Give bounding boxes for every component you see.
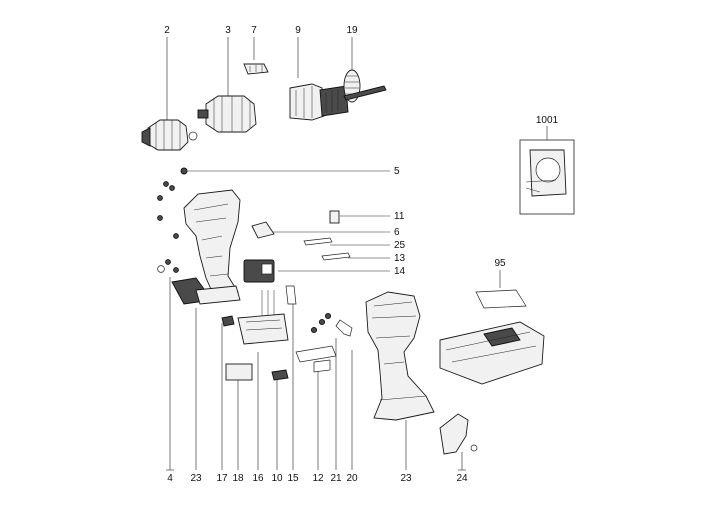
part-beltclip-24: [439, 413, 478, 455]
label-11: 11: [394, 211, 405, 222]
label-15: 15: [287, 473, 299, 484]
part-lever-20: [335, 319, 353, 337]
part-housing-right: [365, 291, 435, 421]
label-6: 6: [394, 227, 400, 238]
label-18: 18: [232, 473, 244, 484]
labels-top: 2 3 7 9 19: [164, 25, 358, 36]
part-wedge-6: [251, 221, 275, 239]
label-95: 95: [494, 258, 506, 269]
label-3: 3: [225, 25, 231, 36]
label-21: 21: [330, 473, 342, 484]
label-5: 5: [394, 166, 400, 177]
label-4: 4: [167, 473, 173, 484]
part-switch-block: [243, 259, 275, 283]
labels-right: 5 11 6 25 13 14 95 1001: [394, 115, 559, 277]
leader-lines: [166, 37, 548, 471]
part-screws-4: [157, 181, 179, 273]
part-strip-13: [321, 252, 351, 261]
label-7: 7: [251, 25, 257, 36]
label-17: 17: [216, 473, 228, 484]
label-10: 10: [271, 473, 283, 484]
part-housing-left: [171, 189, 241, 305]
label-2: 2: [164, 25, 170, 36]
label-20: 20: [346, 473, 358, 484]
part-motor: [289, 83, 349, 121]
part-clip-11: [329, 210, 340, 224]
label-13: 13: [394, 253, 406, 264]
label-23-left: 23: [190, 473, 202, 484]
label-14: 14: [394, 266, 406, 277]
part-pins-21: [310, 312, 332, 334]
label-12: 12: [312, 473, 324, 484]
label-1001: 1001: [536, 115, 559, 126]
part-cover-95: [475, 289, 527, 309]
part-battery: [439, 321, 545, 385]
label-24: 24: [456, 473, 468, 484]
label-9: 9: [295, 25, 301, 36]
part-chuck: [141, 119, 198, 151]
label-25: 25: [394, 240, 406, 251]
part-10: [271, 369, 289, 381]
labels-bottom: 4 23 17 18 16 10 15 12 21 20 23 24: [167, 473, 468, 484]
part-bracket: [243, 63, 269, 75]
label-19: 19: [346, 25, 358, 36]
label-16: 16: [252, 473, 264, 484]
label-23-right: 23: [400, 473, 412, 484]
part-armature: [343, 69, 387, 103]
part-sheet: [225, 363, 253, 381]
part-strip-25: [303, 237, 333, 246]
part-plate-12: [295, 345, 337, 373]
inset-1001: [519, 139, 575, 215]
part-electronics: [221, 313, 289, 345]
part-screw-5: [180, 167, 188, 175]
part-gearbox: [197, 95, 257, 133]
